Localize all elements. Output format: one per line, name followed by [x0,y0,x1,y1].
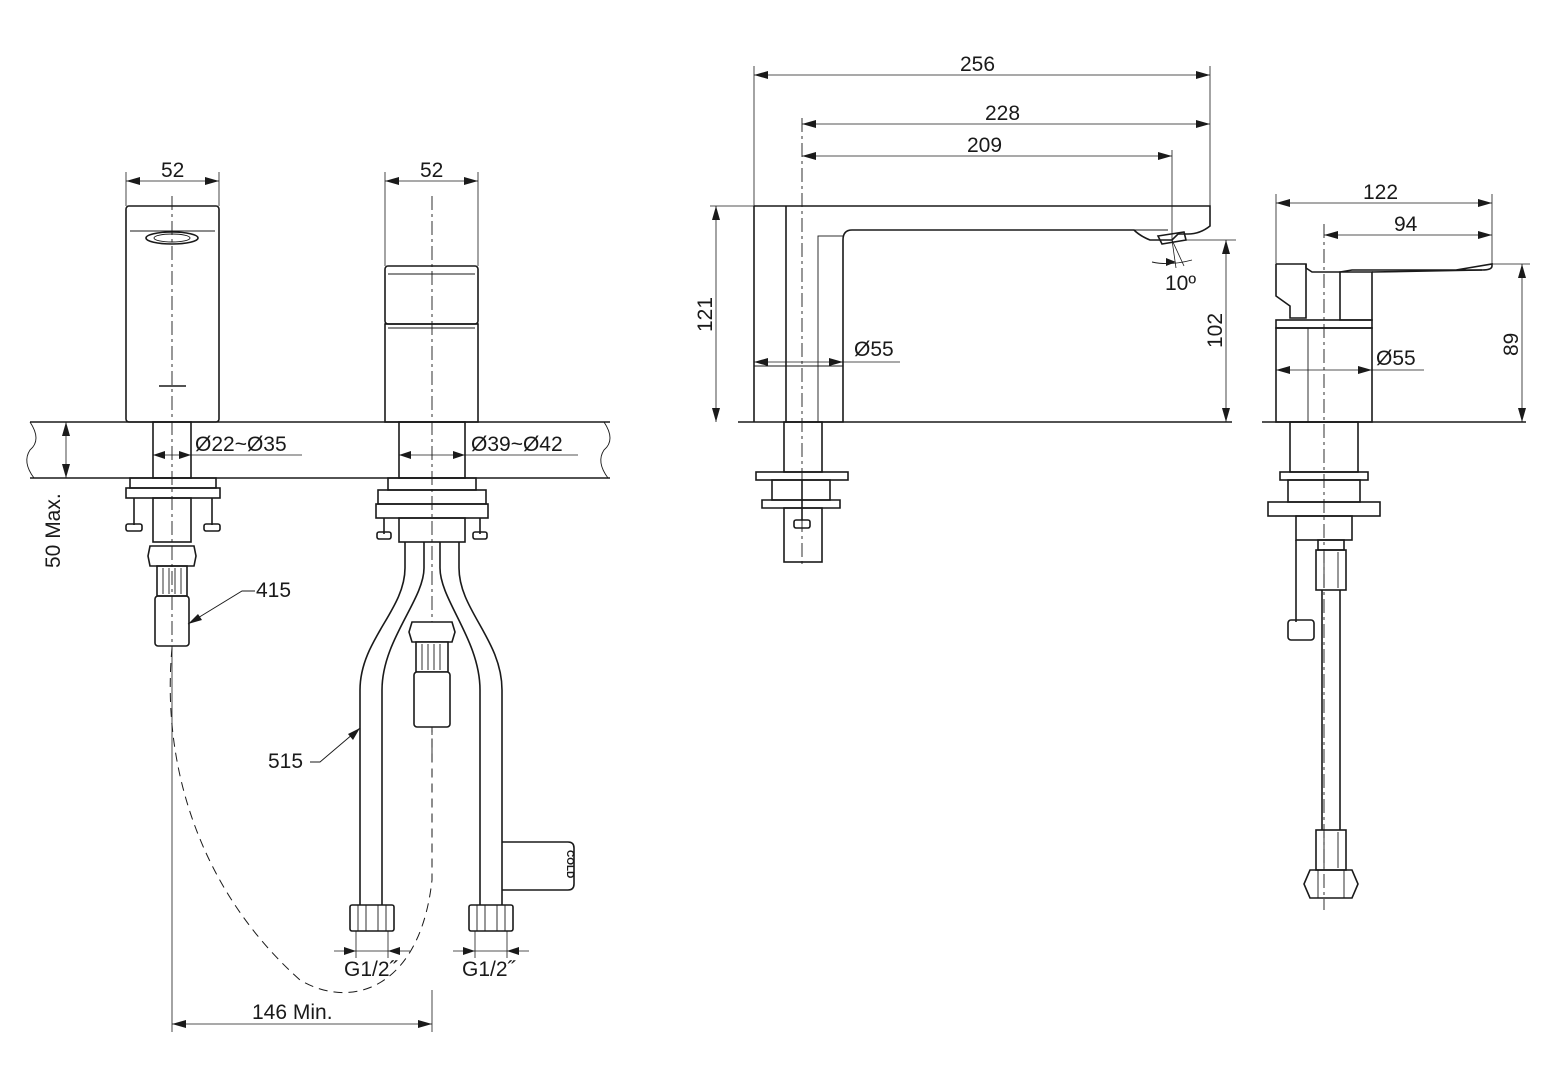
spout-overall-length-label: 256 [960,53,995,76]
spout-hole-dimension: Ø39~Ø42 [399,433,578,459]
mixer-hole-dimension: Ø22~Ø35 [153,433,302,459]
spout-height-dimension: 121 [694,205,754,422]
spout-height-label: 121 [694,297,717,332]
deck-thickness-label: 50 Max. [42,493,65,568]
spout-overall-length-dimension: 256 [753,53,1211,206]
inlet-thread-dimensions: G1/2˝ G1/2˝ [334,931,529,981]
spout-hose-leader: 515 [268,727,361,773]
deck-thickness-dimension: 50 Max. [42,422,70,568]
front-mixer-width-label: 52 [161,159,184,182]
hidden-hose-path [169,647,433,993]
spout-base-diameter-label: Ø55 [854,338,894,361]
side-spout-body [738,118,1232,568]
lever-reach-dimension: 94 [1324,213,1492,239]
mixer-height-dimension: 89 [1492,263,1530,422]
spout-outlet-height-label: 102 [1204,313,1227,348]
spout-reach-209-label: 209 [967,134,1002,157]
lever-length-label: 122 [1363,181,1398,204]
spout-reach-228-dimension: 228 [802,102,1210,128]
mixer-base-diameter-label: Ø55 [1376,347,1416,370]
spout-angle-dimension: 10º [1151,239,1196,295]
spout-reach-228-label: 228 [985,102,1020,125]
spout-hose-label: 515 [268,750,303,773]
front-mixer-width-dimension: 52 [125,159,220,206]
lever-length-dimension: 122 [1275,181,1493,264]
spout-angle-label: 10º [1165,272,1196,295]
inlet-thread-left-label: G1/2˝ [344,958,399,981]
front-mixer-body [125,196,221,650]
front-spout-width-dimension: 52 [384,159,479,266]
spout-hole-label: Ø39~Ø42 [471,433,563,456]
min-spacing-dimension: 146 Min. [171,650,433,1032]
cold-tag-label: COLD [564,850,575,878]
front-spout-width-label: 52 [420,159,443,182]
min-spacing-label: 146 Min. [252,1001,333,1024]
front-spout-body: COLD [349,196,575,932]
mixer-hose-label: 415 [256,579,291,602]
side-mixer-body [1262,224,1526,910]
spout-outlet-height-dimension: 102 [1186,239,1236,422]
mixer-height-label: 89 [1500,333,1523,356]
inlet-thread-right-label: G1/2˝ [462,958,517,981]
lever-reach-label: 94 [1394,213,1418,236]
spout-reach-209-dimension: 209 [802,134,1173,240]
spout-base-diameter-dimension: Ø55 [754,338,900,366]
mixer-hose-leader: 415 [187,579,291,625]
mixer-base-diameter-dimension: Ø55 [1276,347,1424,374]
mixer-hole-label: Ø22~Ø35 [195,433,287,456]
